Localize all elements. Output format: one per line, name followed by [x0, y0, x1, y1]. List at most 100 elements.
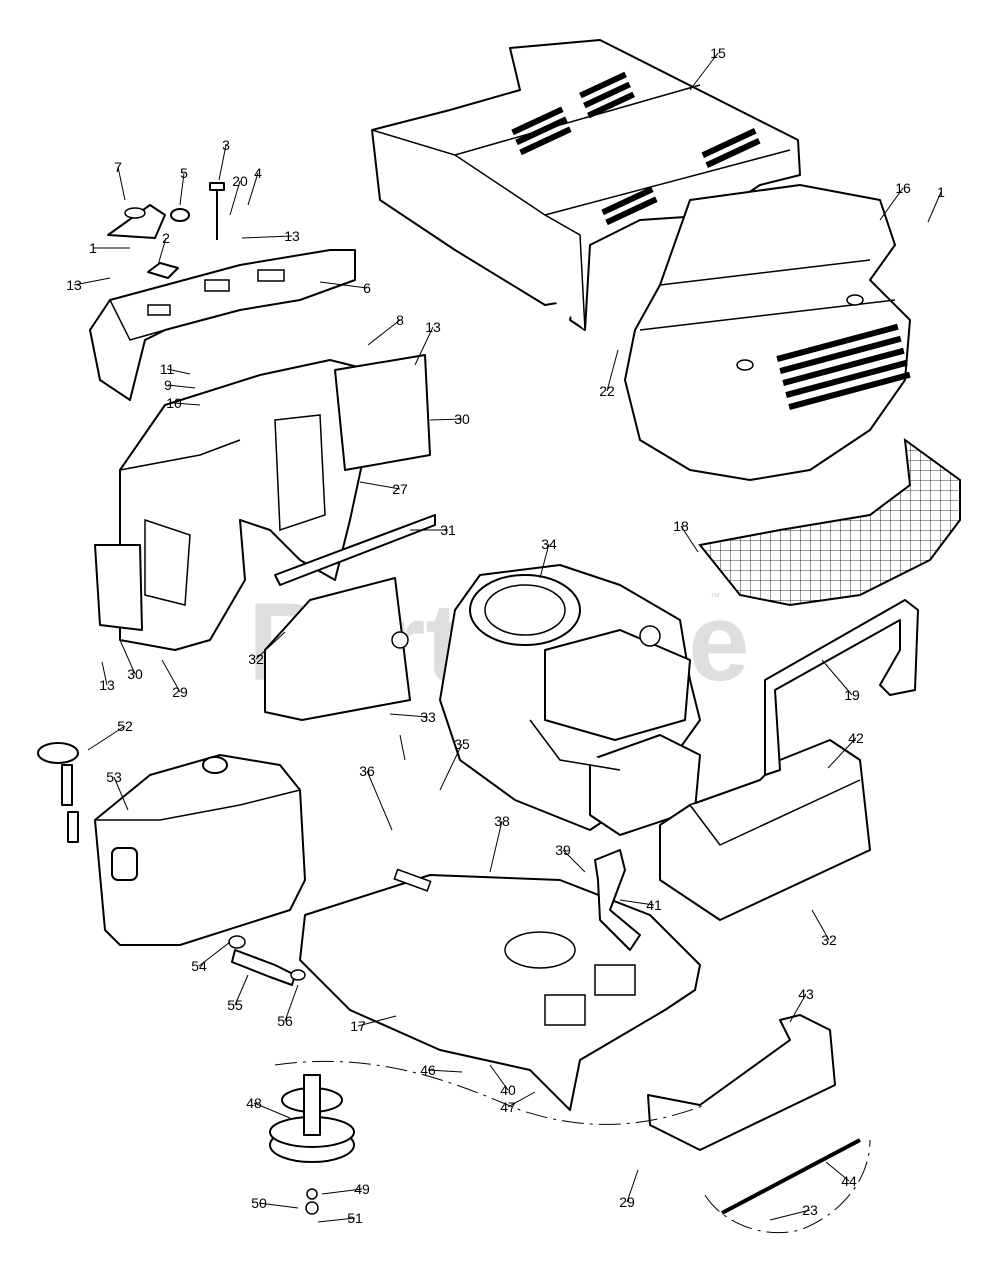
- bumper-bracket-43: [647, 1014, 836, 1151]
- cover-30-right: [334, 354, 431, 471]
- callout-number-1: 1: [937, 184, 945, 200]
- callout-number-50: 50: [251, 1195, 267, 1211]
- callout-number-35: 35: [454, 736, 470, 752]
- callout-number-13: 13: [66, 277, 82, 293]
- callout-number-34: 34: [541, 536, 557, 552]
- bolt-3: [209, 182, 225, 240]
- fuel-line-55: [228, 935, 306, 986]
- callout-number-29: 29: [619, 1194, 635, 1210]
- callout-leader-8: [367, 319, 401, 346]
- belt-line-front: [704, 1139, 871, 1234]
- callout-number-56: 56: [277, 1013, 293, 1029]
- callout-leader-50: [258, 1202, 299, 1209]
- callout-leader-27: [359, 481, 401, 490]
- clip-2: [147, 262, 179, 279]
- callout-number-49: 49: [354, 1181, 370, 1197]
- callout-leader-51: [317, 1217, 356, 1223]
- callout-leader-44: [825, 1161, 850, 1182]
- callout-leader-13: [241, 235, 293, 239]
- callout-leader-11: [166, 368, 191, 375]
- fender-panel: [119, 359, 381, 651]
- callout-leader-29: [626, 1169, 639, 1203]
- callout-leader-54: [198, 941, 231, 967]
- callout-leader-22: [606, 349, 619, 392]
- cover-30-left: [94, 544, 143, 631]
- callout-leader-30: [119, 639, 136, 675]
- callout-number-15: 15: [710, 45, 726, 61]
- hood-top: [371, 39, 801, 331]
- callout-number-51: 51: [347, 1210, 363, 1226]
- callout-number-32: 32: [248, 651, 264, 667]
- callout-leader-53: [113, 776, 129, 811]
- callout-leader-33: [389, 713, 429, 718]
- callout-leader-6: [319, 281, 368, 289]
- callout-number-27: 27: [392, 481, 408, 497]
- callout-leader-55: [234, 974, 249, 1006]
- callout-number-36: 36: [359, 763, 375, 779]
- chassis-frame: [299, 868, 701, 1111]
- callout-leader-20: [229, 180, 241, 216]
- callout-number-2: 2: [162, 230, 170, 246]
- callout-number-52: 52: [117, 718, 133, 734]
- callout-number-42: 42: [848, 730, 864, 746]
- callout-number-47: 47: [500, 1099, 516, 1115]
- callout-leader-38: [489, 820, 503, 873]
- callout-leader-9: [167, 384, 196, 389]
- callout-leader-32: [255, 631, 286, 660]
- callout-leader-49: [321, 1188, 363, 1195]
- callout-number-18: 18: [673, 518, 689, 534]
- callout-leader-39: [562, 849, 586, 873]
- callout-leader-34: [539, 543, 550, 579]
- callout-leader-13: [101, 661, 108, 686]
- strap-31: [274, 514, 436, 586]
- fuel-tank: [94, 754, 306, 946]
- callout-leader-19: [821, 659, 853, 696]
- callout-number-19: 19: [844, 687, 860, 703]
- callout-leader-1: [927, 191, 942, 223]
- callout-leader-2: [157, 237, 167, 266]
- pulley-48: [269, 1074, 355, 1215]
- callout-leader-41: [619, 899, 655, 906]
- callout-number-48: 48: [246, 1095, 262, 1111]
- callout-leader-35: [439, 743, 463, 791]
- callout-leader-13: [414, 326, 434, 366]
- callout-leader-17: [357, 1015, 397, 1027]
- callout-leader-18: [680, 525, 699, 553]
- callout-leader-16: [879, 187, 904, 221]
- rod-44: [721, 1138, 861, 1215]
- callout-number-30: 30: [127, 666, 143, 682]
- callout-leader-46: [427, 1069, 463, 1073]
- exhaust-pipe-41: [594, 849, 641, 951]
- callout-number-30: 30: [454, 411, 470, 427]
- callout-leader-40: [489, 1064, 509, 1091]
- callout-number-33: 33: [420, 709, 436, 725]
- callout-leader-10: [173, 402, 201, 406]
- callout-number-39: 39: [555, 842, 571, 858]
- callout-number-54: 54: [191, 958, 207, 974]
- seat-bracket-7: [107, 204, 166, 239]
- callout-number-22: 22: [599, 383, 615, 399]
- callout-leader-3: [218, 144, 227, 181]
- engine: [439, 564, 701, 836]
- callout-number-8: 8: [396, 312, 404, 328]
- callout-number-55: 55: [227, 997, 243, 1013]
- direction-arrow: [399, 734, 406, 761]
- callout-number-46: 46: [420, 1062, 436, 1078]
- callout-number-17: 17: [350, 1018, 366, 1034]
- callout-number-31: 31: [440, 522, 456, 538]
- callout-number-43: 43: [798, 986, 814, 1002]
- bracket-19: [764, 599, 919, 776]
- callout-leader-15: [689, 52, 719, 91]
- callout-number-13: 13: [425, 319, 441, 335]
- callout-number-44: 44: [841, 1173, 857, 1189]
- callout-number-41: 41: [646, 897, 662, 913]
- callout-leader-47: [507, 1091, 536, 1108]
- grille-18: [698, 437, 961, 607]
- callout-leader-5: [179, 172, 185, 206]
- callout-leader-13: [73, 277, 111, 286]
- callout-leader-32: [811, 909, 830, 941]
- callout-leader-36: [366, 770, 393, 831]
- callout-number-20: 20: [232, 173, 248, 189]
